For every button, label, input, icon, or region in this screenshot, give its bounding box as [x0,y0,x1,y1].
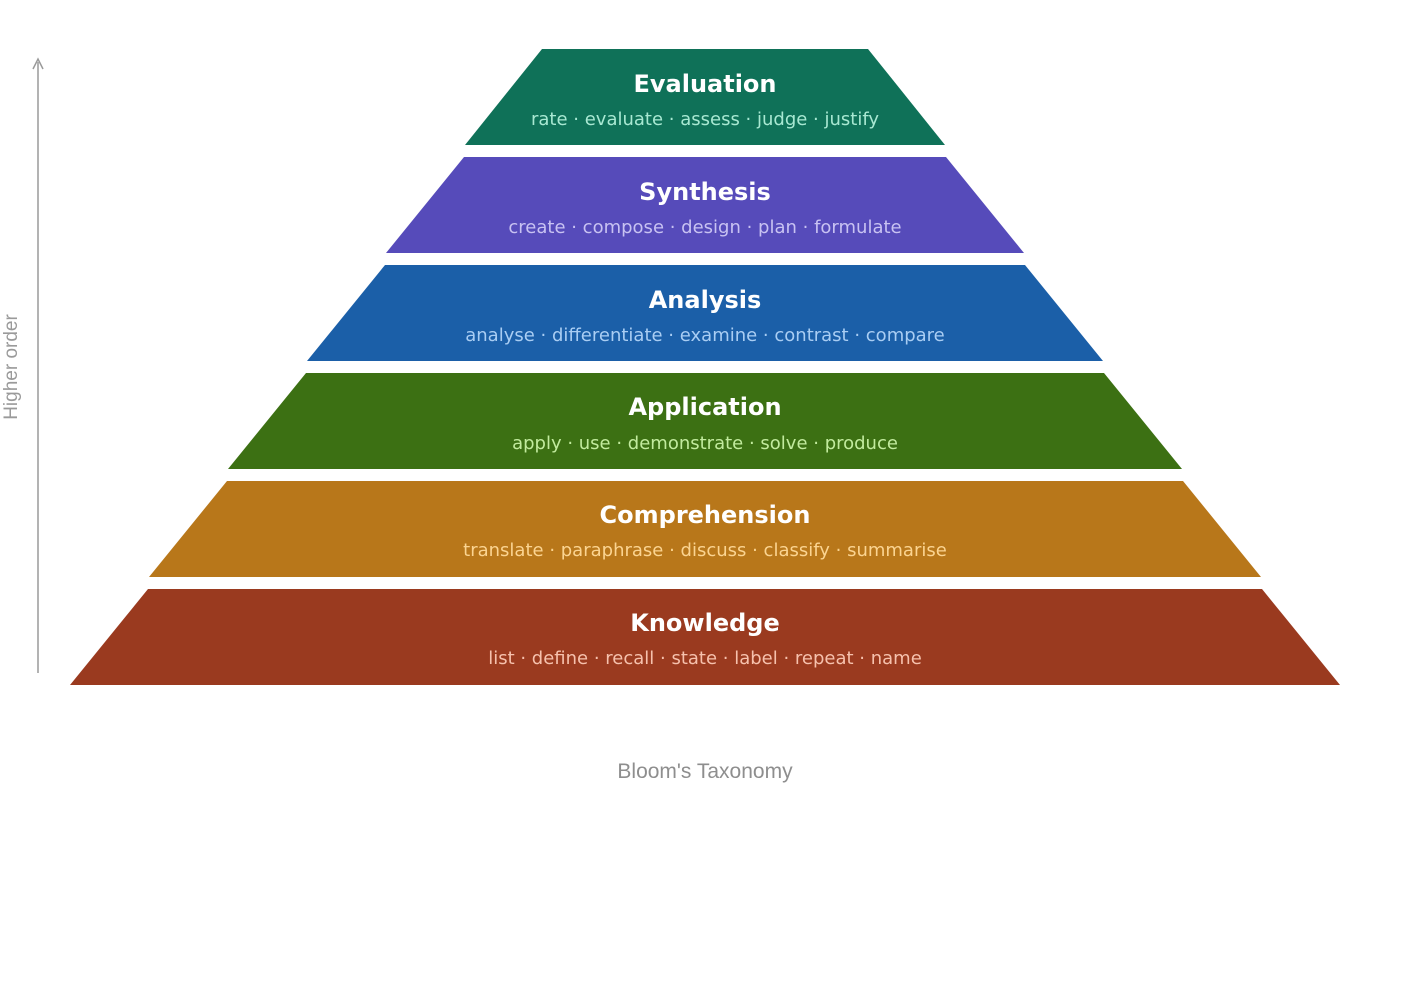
tier-title: Synthesis [639,178,771,206]
tier-shape [386,157,1024,253]
tier-title: Evaluation [633,70,776,98]
tier-title: Knowledge [630,609,779,637]
tier-shape [228,373,1182,469]
axis-label: Higher order [1,314,22,420]
tier-verbs: apply · use · demonstrate · solve · prod… [512,433,898,454]
tier-verbs: analyse · differentiate · examine · cont… [465,325,945,346]
tier-knowledge: Knowledge list · define · recall · state… [70,589,1340,685]
tier-shape [149,481,1261,577]
tier-verbs: rate · evaluate · assess · judge · justi… [531,109,879,130]
higher-order-axis: Higher order [1,57,44,673]
tier-title: Analysis [649,286,762,314]
tier-shape [307,265,1103,361]
tier-shape [465,49,945,145]
tier-synthesis: Synthesis create · compose · design · pl… [386,157,1024,253]
pyramid: Evaluation rate · evaluate · assess · ju… [70,49,1340,685]
tier-application: Application apply · use · demonstrate · … [228,373,1182,469]
tier-verbs: create · compose · design · plan · formu… [508,217,901,238]
tier-shape [70,589,1340,685]
tier-analysis: Analysis analyse · differentiate · exami… [307,265,1103,361]
tier-evaluation: Evaluation rate · evaluate · assess · ju… [465,49,945,145]
diagram-caption: Bloom's Taxonomy [617,760,793,783]
tier-comprehension: Comprehension translate · paraphrase · d… [149,481,1261,577]
tier-title: Comprehension [600,501,811,529]
axis-arrowhead-icon [32,57,44,70]
tier-verbs: list · define · recall · state · label ·… [488,648,922,669]
tier-title: Application [628,393,781,421]
tier-verbs: translate · paraphrase · discuss · class… [463,540,947,561]
